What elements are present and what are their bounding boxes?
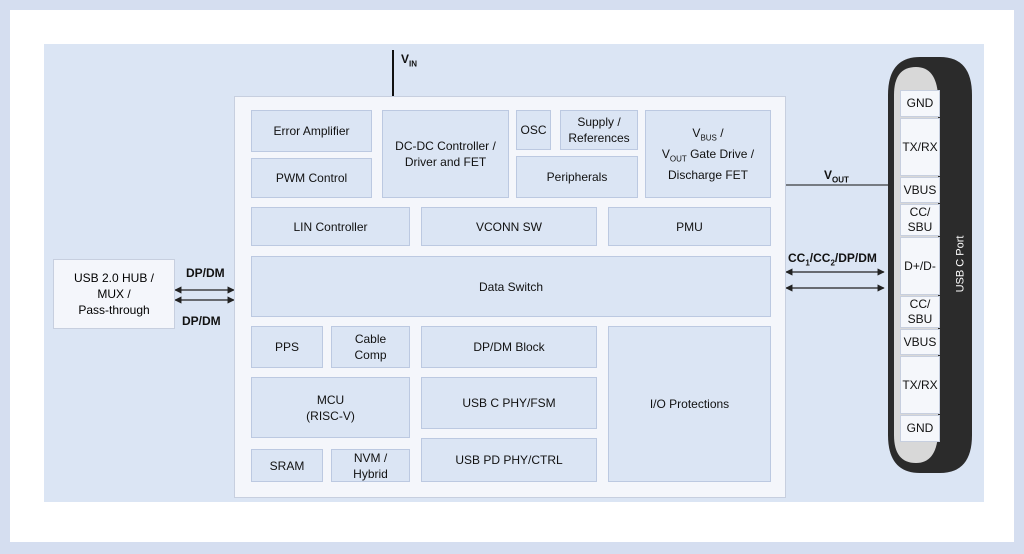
vout-label: VOUT	[824, 168, 849, 185]
nvm-hybrid-block: NVM / Hybrid	[331, 449, 410, 482]
dpdm-label-bottom: DP/DM	[182, 314, 221, 328]
supply-references-block: Supply / References	[560, 110, 638, 150]
pwm-control-block: PWM Control	[251, 158, 372, 198]
usb-c-port-label: USB C Port	[954, 235, 967, 293]
vin-label: VIN	[401, 52, 418, 69]
peripherals-block: Peripherals	[516, 156, 638, 198]
cc-dpdm-label: CC1/CC2/DP/DM	[788, 251, 877, 268]
usbpd-phy-ctrl-block: USB PD PHY/CTRL	[421, 438, 597, 482]
port-pin-txrx-top: TX/RX	[900, 118, 940, 176]
cable-comp-block: Cable Comp	[331, 326, 410, 368]
port-pin-gnd-top: GND	[900, 90, 940, 117]
port-pin-dpdm: D+/D-	[900, 237, 940, 295]
lin-controller-block: LIN Controller	[251, 207, 410, 246]
dcdc-controller-block: DC-DC Controller / Driver and FET	[382, 110, 509, 198]
pps-block: PPS	[251, 326, 323, 368]
port-pin-txrx-bottom: TX/RX	[900, 356, 940, 414]
mcu-block: MCU (RISC-V)	[251, 377, 410, 438]
port-pin-vbus-bottom: VBUS	[900, 329, 940, 355]
data-switch-block: Data Switch	[251, 256, 771, 317]
gate-drive-block: VBUS / VOUT Gate Drive / Discharge FET	[645, 110, 771, 198]
vconn-sw-block: VCONN SW	[421, 207, 597, 246]
gate-drive-line2: VOUT Gate Drive /	[661, 147, 755, 164]
error-amplifier-block: Error Amplifier	[251, 110, 372, 152]
port-pin-ccsbu-bottom: CC/ SBU	[900, 296, 940, 328]
port-pin-vbus-top: VBUS	[900, 177, 940, 203]
osc-block: OSC	[516, 110, 551, 150]
io-protections-block: I/O Protections	[608, 326, 771, 482]
gate-drive-line3: Discharge FET	[667, 168, 749, 183]
usb-hub-block: USB 2.0 HUB / MUX / Pass-through	[53, 259, 175, 329]
dpdm-label-top: DP/DM	[186, 266, 225, 280]
port-pin-gnd-bottom: GND	[900, 415, 940, 442]
dpdm-block: DP/DM Block	[421, 326, 597, 368]
usbc-phy-fsm-block: USB C PHY/FSM	[421, 377, 597, 429]
pmu-block: PMU	[608, 207, 771, 246]
sram-block: SRAM	[251, 449, 323, 482]
gate-drive-line1: VBUS /	[692, 125, 724, 142]
port-pin-ccsbu-top: CC/ SBU	[900, 204, 940, 236]
